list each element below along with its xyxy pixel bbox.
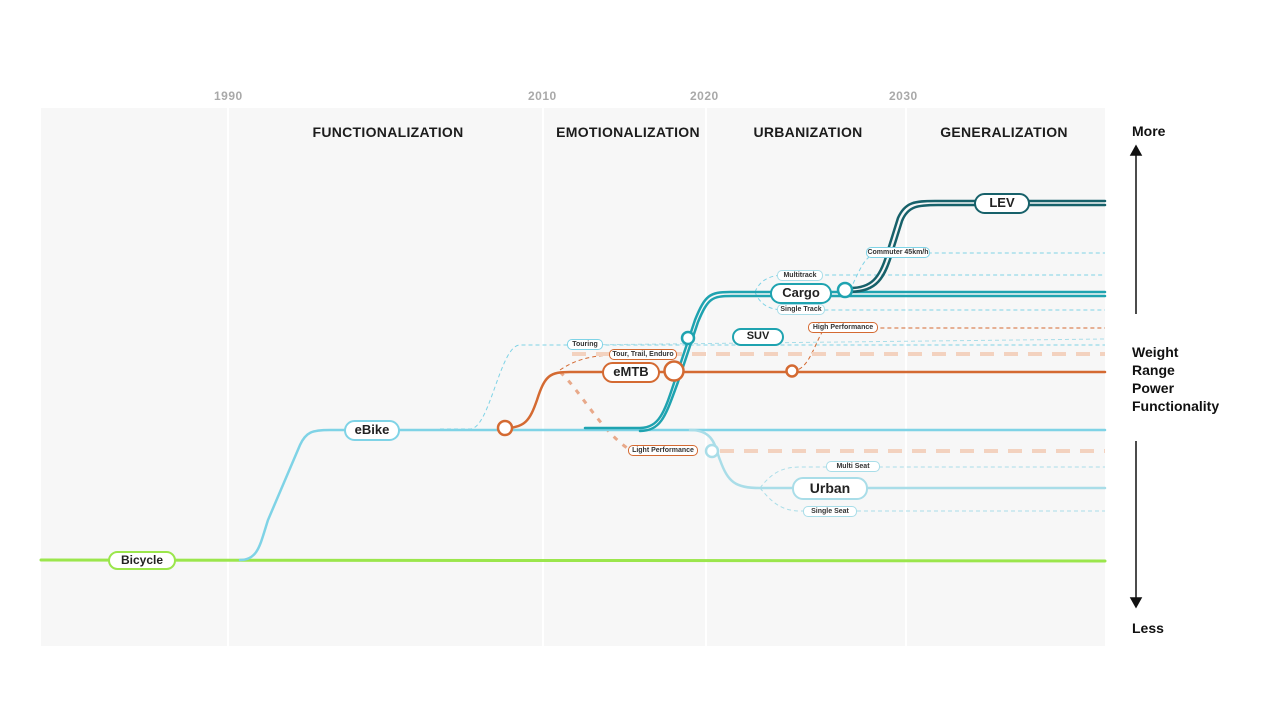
scale-attribute-range: Range bbox=[1132, 362, 1175, 378]
station-bicycle[interactable]: Bicycle bbox=[108, 551, 176, 570]
light-performance-branch bbox=[558, 370, 631, 452]
tag-tour-trail-enduro: Tour, Trail, Enduro bbox=[609, 349, 677, 360]
panel-generalization bbox=[907, 108, 1105, 646]
year-2010: 2010 bbox=[528, 89, 557, 103]
emtb-line bbox=[503, 370, 1107, 430]
scale-less-label: Less bbox=[1132, 620, 1164, 636]
scale-attribute-functionality: Functionality bbox=[1132, 398, 1220, 414]
scale-attribute-power: Power bbox=[1132, 380, 1175, 396]
urban-junction bbox=[704, 443, 720, 459]
scale-arrows bbox=[1129, 144, 1143, 609]
station-emtb[interactable]: eMTB bbox=[602, 362, 660, 383]
era-functionalization: FUNCTIONALIZATION bbox=[312, 124, 464, 140]
cargo-lev-junction bbox=[836, 281, 854, 299]
suv-junction bbox=[680, 330, 696, 346]
era-urbanization: URBANIZATION bbox=[753, 124, 863, 140]
era-panels bbox=[41, 108, 1105, 646]
tag-single-track: Single Track bbox=[777, 304, 825, 315]
panel-urbanization bbox=[707, 108, 905, 646]
year-1990: 1990 bbox=[214, 89, 243, 103]
emtb-suv-junction bbox=[663, 360, 685, 382]
performance-bands bbox=[572, 352, 1105, 453]
station-suv[interactable]: SUV bbox=[732, 328, 784, 346]
station-ebike[interactable]: eBike bbox=[344, 420, 400, 441]
touring-branch-lower bbox=[574, 338, 1106, 346]
station-lev[interactable]: LEV bbox=[974, 193, 1030, 214]
era-generalization: GENERALIZATION bbox=[940, 124, 1068, 140]
tag-touring: Touring bbox=[567, 339, 603, 350]
panel-functionalization bbox=[229, 108, 542, 646]
arrow-down-head bbox=[1129, 597, 1143, 609]
main-lines bbox=[39, 199, 1107, 563]
station-cargo[interactable]: Cargo bbox=[770, 283, 832, 304]
tag-multitrack: Multitrack bbox=[777, 270, 823, 281]
year-2020: 2020 bbox=[690, 89, 719, 103]
lev-line-b bbox=[844, 203, 1107, 294]
emtb-high-performance-junction bbox=[785, 364, 799, 378]
lev-line-a bbox=[848, 199, 1107, 290]
scale-attribute-weight: Weight bbox=[1132, 344, 1179, 360]
junctions bbox=[496, 281, 854, 459]
cargo-line-b bbox=[638, 294, 1107, 433]
tag-single-seat: Single Seat bbox=[803, 506, 857, 517]
year-2030: 2030 bbox=[889, 89, 918, 103]
era-emotionalization: EMOTIONALIZATION bbox=[556, 124, 700, 140]
ebike-line bbox=[238, 428, 1107, 562]
tag-light-performance: Light Performance bbox=[628, 445, 698, 456]
station-urban[interactable]: Urban bbox=[792, 477, 868, 500]
tag-multi-seat: Multi Seat bbox=[826, 461, 880, 472]
bicycle-line bbox=[39, 558, 1107, 563]
arrow-up-head bbox=[1129, 144, 1143, 156]
touring-branch bbox=[440, 344, 1105, 430]
tag-high-performance: High Performance bbox=[808, 322, 878, 333]
ebike-emtb-junction bbox=[496, 419, 514, 437]
tag-commuter: Commuter 45km/h bbox=[866, 247, 930, 258]
urban-line bbox=[688, 428, 1107, 490]
scale-more-label: More bbox=[1132, 123, 1166, 139]
